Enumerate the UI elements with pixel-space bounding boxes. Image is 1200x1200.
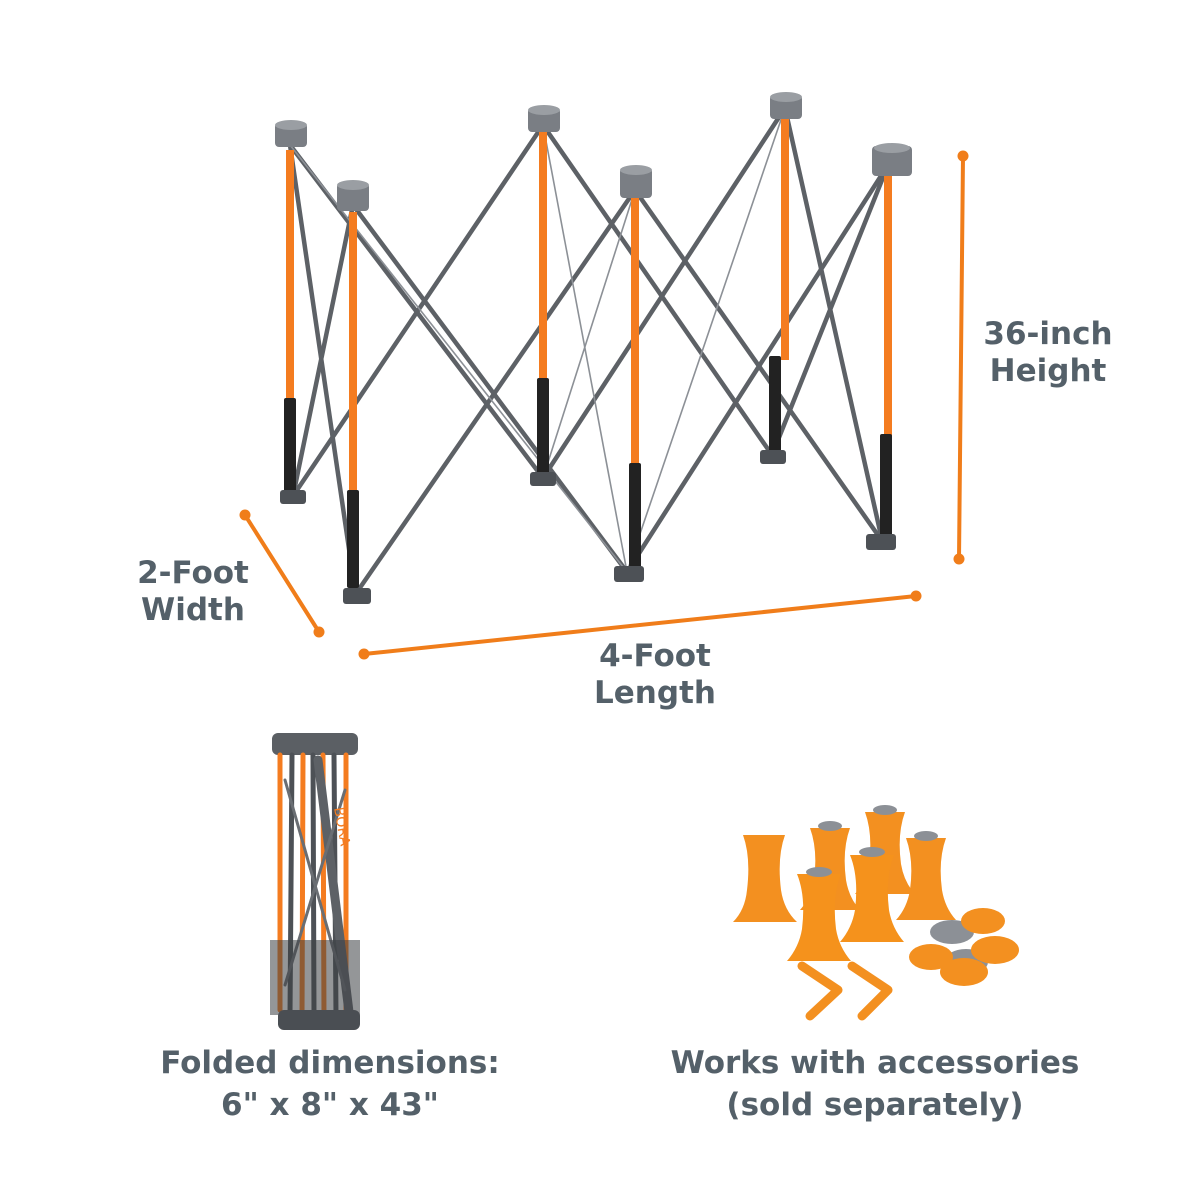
work-stand	[275, 92, 912, 604]
leg-feet	[280, 450, 896, 604]
folded-brand-mark: BORA	[330, 806, 353, 848]
length-label-line2: Length	[594, 674, 716, 711]
dimension-lines	[239, 150, 969, 660]
width-label-line1: 2-Foot	[137, 555, 249, 591]
folded-caption: Folded dimensions: 6" x 8" x 43"	[140, 1043, 520, 1127]
height-dimension-line	[953, 150, 969, 565]
accessory-discs	[909, 908, 1019, 986]
scissor-struts	[287, 105, 891, 595]
accessories-caption-line2: (sold separately)	[726, 1086, 1024, 1123]
accessories-set	[733, 805, 1019, 1021]
brace-cables	[289, 107, 786, 573]
height-label-line1: 36-inch	[983, 316, 1113, 352]
folded-caption-line1: Folded dimensions:	[160, 1045, 500, 1081]
length-label: 4-Foot Length	[580, 638, 730, 711]
width-dimension-line	[239, 509, 325, 638]
accessory-peg	[840, 847, 904, 942]
folded-stand: BORA	[270, 733, 360, 1030]
leg-caps	[275, 92, 912, 211]
width-label: 2-Foot Width	[128, 555, 258, 628]
accessory-peg	[896, 831, 956, 920]
legs	[284, 115, 892, 588]
accessories-caption: Works with accessories (sold separately)	[660, 1043, 1090, 1127]
length-dimension-line	[358, 590, 922, 660]
accessory-brackets	[797, 961, 893, 1021]
height-label-line2: Height	[989, 352, 1107, 389]
accessories-caption-line1: Works with accessories	[670, 1045, 1080, 1081]
accessory-peg	[787, 867, 851, 961]
folded-caption-line2: 6" x 8" x 43"	[221, 1086, 439, 1123]
length-label-line1: 4-Foot	[599, 638, 711, 674]
accessory-peg	[733, 835, 797, 922]
width-label-line2: Width	[141, 591, 245, 628]
height-label: 36-inch Height	[978, 316, 1118, 389]
